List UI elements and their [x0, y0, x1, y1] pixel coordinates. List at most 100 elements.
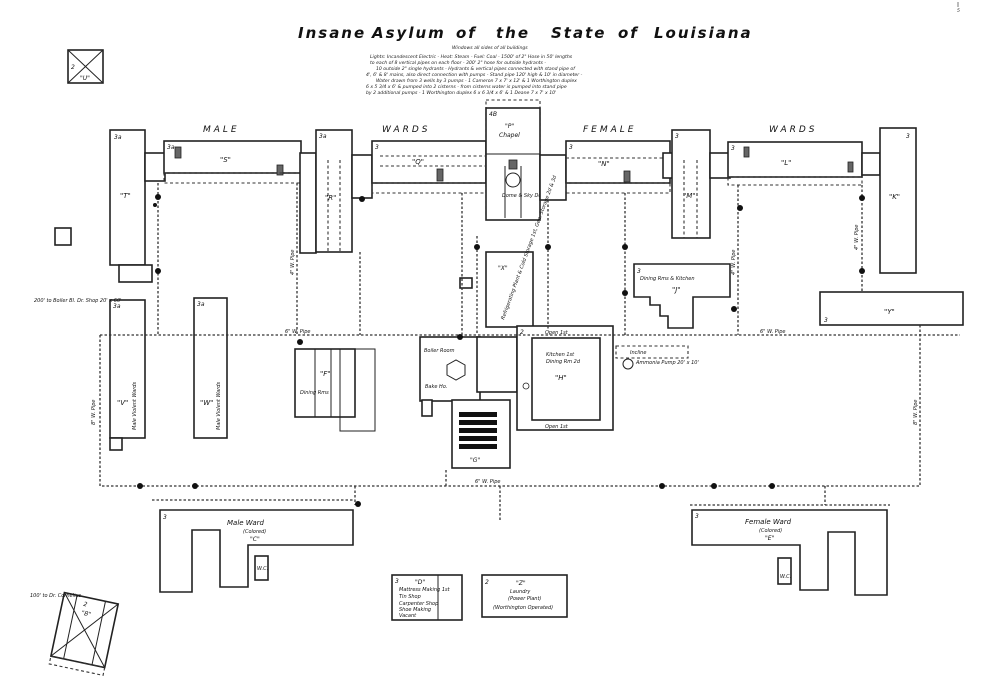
building-e-female-ward: Female Ward (Colored) "E" W.C. 3: [691, 509, 888, 596]
building-l: "L" 3: [727, 141, 863, 178]
title-word: Louisiana: [654, 24, 753, 42]
svg-text:3a: 3a: [113, 303, 121, 310]
svg-text:Boiler Room: Boiler Room: [424, 348, 455, 354]
svg-text:"T": "T": [120, 192, 131, 200]
distance-note-b: 100' to Dr. Cornelius: [30, 593, 82, 599]
svg-text:"K": "K": [889, 193, 900, 201]
boiler-bake-complex: Bake Ho. Boiler Room "G": [419, 336, 518, 469]
building-z-laundry: "Z" Laundry (Power Plant) (Worthington O…: [481, 574, 568, 618]
svg-text:"F": "F": [320, 370, 330, 378]
svg-text:"P": "P": [505, 123, 514, 130]
svg-text:"L": "L": [781, 159, 791, 167]
title-word: of: [618, 24, 639, 42]
svg-text:3: 3: [163, 514, 167, 521]
note-line: 10 outside 2" single hydrants - Hydrants…: [376, 66, 576, 72]
label-wards-right: WARDS: [769, 125, 818, 135]
building-p-chapel: "P" Chapel Dome & Sky Dome 4B: [485, 99, 549, 221]
svg-text:Chapel: Chapel: [499, 132, 520, 139]
ammonia-pump: [622, 358, 634, 370]
building-t: "T" 3a: [109, 129, 153, 283]
map-subtitle: Windows all sides of all buildings: [452, 45, 528, 51]
svg-text:"Z": "Z": [516, 580, 526, 587]
svg-text:3: 3: [395, 578, 399, 585]
svg-text:3a: 3a: [114, 134, 122, 141]
title-word: of: [456, 24, 477, 42]
svg-text:"Y": "Y": [884, 308, 895, 316]
svg-text:"W": "W": [200, 399, 213, 407]
building-h: Kitchen 1st Dining Rm 2d "H" Open 1st Op…: [516, 325, 614, 431]
svg-text:"D": "D": [415, 579, 425, 586]
svg-text:Dining Rms: Dining Rms: [300, 390, 329, 396]
svg-text:3: 3: [569, 144, 573, 151]
note-line: 4', 6' & 8' mains, also direct connectio…: [366, 72, 583, 78]
building-u: 2 "U": [67, 49, 104, 84]
svg-text:"U": "U": [80, 75, 90, 82]
svg-text:"S": "S": [220, 156, 231, 164]
svg-text:(Colored): (Colored): [759, 528, 782, 534]
title-word: Insane: [298, 24, 366, 42]
svg-text:3a: 3a: [197, 301, 205, 308]
building-n: "N" 3: [565, 140, 671, 184]
svg-text:"H": "H": [555, 374, 567, 382]
pipe-label-main-south: 6" W. Pipe: [475, 479, 500, 485]
building-d-shops: "D" Mattress Making 1st Tin Shop Carpent…: [391, 574, 463, 621]
svg-text:"V": "V": [117, 399, 128, 407]
building-j: Dining Rms & Kitchen "J" 3: [633, 263, 731, 329]
label-female: FEMALE: [583, 125, 637, 135]
note-line: 6 x 5 3/4 x 6' & pumped into 2 cisterns …: [366, 84, 567, 90]
svg-text:Bake Ho.: Bake Ho.: [425, 384, 447, 390]
pipe-label-main-east: 6" W. Pipe: [760, 329, 785, 335]
svg-text:2: 2: [83, 601, 88, 609]
svg-text:W.C.: W.C.: [780, 574, 791, 580]
svg-text:"N": "N": [598, 160, 610, 168]
pipe-label-r: 4" W. Pipe: [290, 250, 296, 275]
svg-text:Female Ward: Female Ward: [745, 518, 792, 526]
svg-text:"E": "E": [765, 535, 775, 542]
note-line: Lights: Incandescent Electric - Heat: St…: [370, 54, 573, 60]
building-v: "V" Male Violent Wards 3a: [109, 299, 146, 451]
svg-text:3: 3: [695, 513, 699, 520]
note-line: to each of 8 vertical pipes on each floo…: [370, 60, 546, 66]
svg-text:Shoe Making: Shoe Making: [399, 607, 431, 613]
svg-text:"X": "X": [498, 265, 508, 272]
building-f: "F" Dining Rms: [294, 348, 376, 432]
svg-text:3: 3: [675, 133, 679, 140]
small-shed: [54, 227, 72, 246]
pipe-label-j: 4" W. Pipe: [731, 250, 737, 275]
svg-text:3: 3: [375, 144, 379, 151]
building-c-male-ward: Male Ward (Colored) "C" W.C. 3: [159, 509, 354, 593]
building-s: "S" 3a: [163, 140, 302, 176]
title-word: Asylum: [371, 24, 446, 42]
building-q: "Q" 3: [371, 140, 487, 184]
svg-text:Male Violent Wards: Male Violent Wards: [216, 382, 222, 430]
svg-text:Dining Rm 2d: Dining Rm 2d: [546, 359, 581, 365]
svg-text:Carpenter Shop: Carpenter Shop: [399, 601, 438, 607]
ammonia-label: Ammonia Pump 20' x 10': [635, 360, 699, 366]
pipe-label-east: 8" W. Pipe: [913, 400, 919, 425]
svg-text:(Colored): (Colored): [243, 529, 266, 535]
label-wards-left: WARDS: [382, 125, 431, 135]
svg-text:3a: 3a: [319, 133, 327, 140]
pipe-label-main: 6" W. Pipe: [285, 329, 310, 335]
building-y: "Y" 3: [819, 291, 964, 326]
svg-text:Mattress Making 1st: Mattress Making 1st: [399, 587, 451, 593]
svg-text:2: 2: [71, 64, 75, 71]
svg-text:W.C.: W.C.: [257, 566, 268, 572]
svg-text:4B: 4B: [489, 111, 497, 118]
building-b: 2 "B": [48, 591, 120, 677]
svg-text:Vacant: Vacant: [399, 613, 417, 619]
svg-text:"C": "C": [250, 536, 260, 543]
title-word: State: [551, 24, 606, 42]
note-line: Water drawn from 3 wells by 3 pumps - 1 …: [376, 78, 577, 84]
svg-text:Dining Rms & Kitchen: Dining Rms & Kitchen: [640, 276, 695, 282]
svg-text:"J": "J": [672, 286, 681, 294]
svg-text:Open 1st: Open 1st: [545, 424, 569, 430]
svg-text:Dome & Sky Dome: Dome & Sky Dome: [502, 193, 549, 199]
pipe-label-k: 4" W. Pipe: [854, 225, 860, 250]
svg-text:3: 3: [824, 317, 828, 324]
building-r: "R" 3a: [315, 129, 353, 253]
page-mark: 5: [957, 8, 960, 14]
svg-text:2: 2: [520, 329, 524, 336]
hydrants: [137, 194, 865, 507]
